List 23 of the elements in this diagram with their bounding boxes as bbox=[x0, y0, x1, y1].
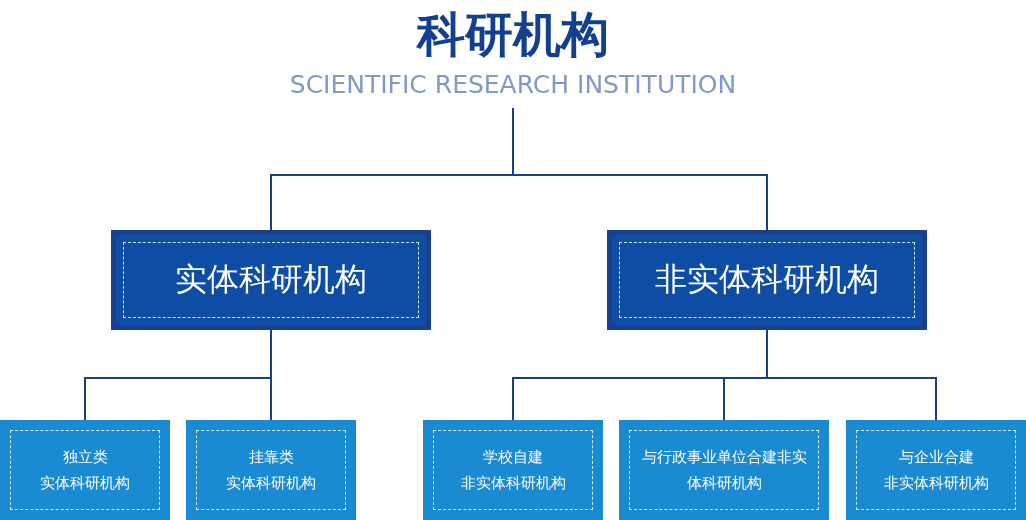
box-label: 实体科研机构 bbox=[175, 259, 367, 300]
connector-line bbox=[270, 329, 272, 421]
box-label: 实体科研机构 bbox=[40, 473, 130, 494]
connector-line bbox=[512, 107, 768, 231]
org-box bbox=[0, 420, 170, 520]
title: 科研机构 bbox=[417, 5, 609, 64]
box-heading: 学校自建 bbox=[483, 447, 543, 468]
subtitle: SCIENTIFIC RESEARCH INSTITUTION bbox=[289, 69, 737, 101]
box-label: 非实体科研机构 bbox=[883, 473, 989, 494]
org-box bbox=[846, 420, 1026, 520]
box-label: 与行政事业单位合建非实体科研机构 bbox=[640, 447, 808, 494]
org-box bbox=[607, 230, 927, 330]
box-label: 非实体科研机构 bbox=[460, 473, 566, 494]
connector-line bbox=[766, 329, 937, 421]
box-heading: 挂靠类 bbox=[248, 447, 294, 468]
box-heading: 与企业合建 bbox=[898, 447, 974, 468]
box-heading: 独立类 bbox=[62, 447, 108, 468]
org-box bbox=[423, 420, 603, 520]
box-label: 实体科研机构 bbox=[226, 473, 316, 494]
box-label: 非实体科研机构 bbox=[655, 259, 879, 300]
org-box bbox=[619, 420, 829, 520]
org-box bbox=[111, 230, 431, 330]
org-box bbox=[186, 420, 356, 520]
